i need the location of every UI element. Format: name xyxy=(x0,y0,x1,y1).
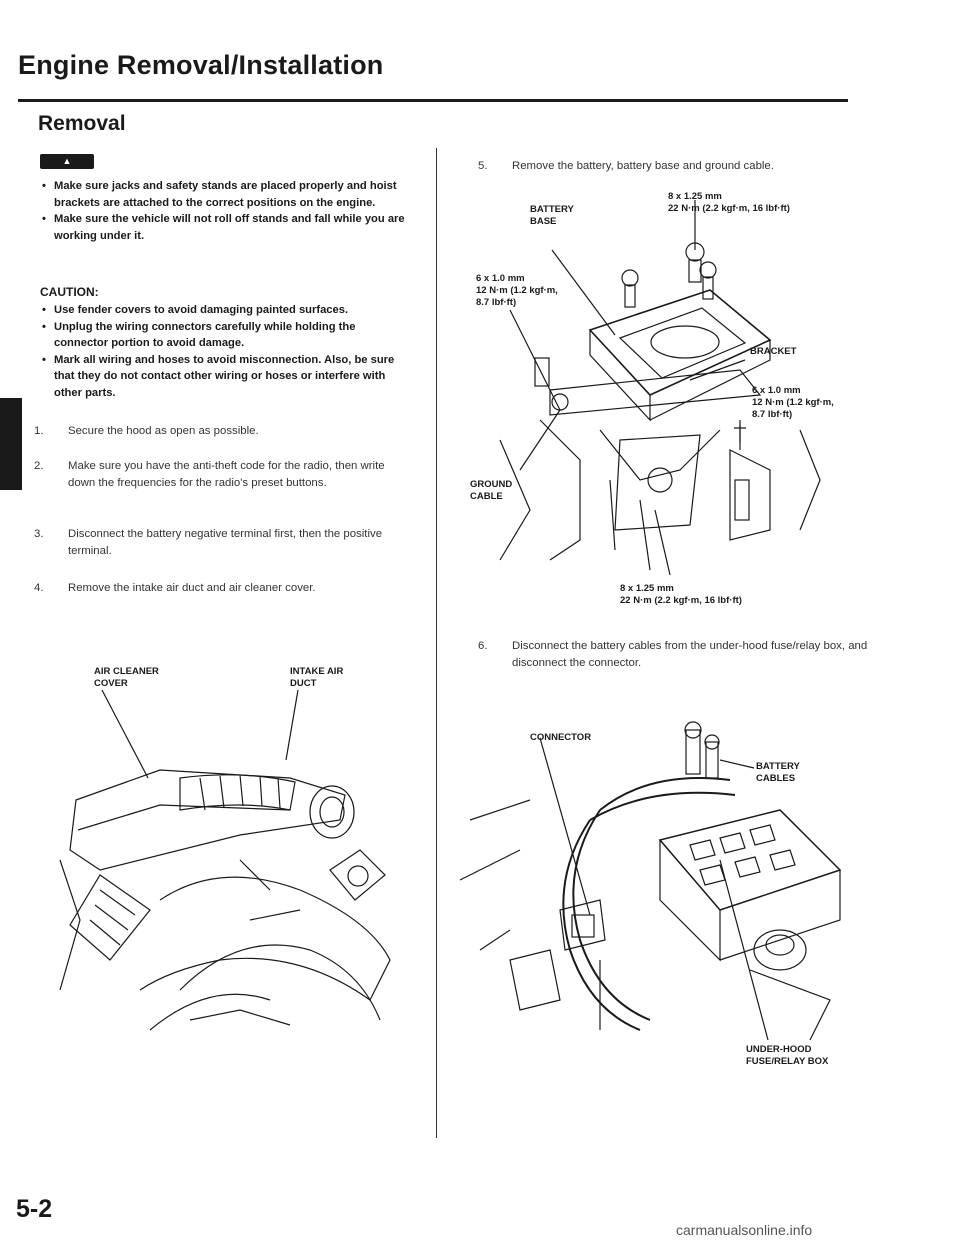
step-number: 3. xyxy=(34,528,44,540)
step-5: 5. Remove the battery, battery base and … xyxy=(478,158,878,175)
caution-list: Use fender covers to avoid damaging pain… xyxy=(40,302,412,401)
warning-item: Make sure jacks and safety stands are pl… xyxy=(40,178,412,211)
label-intake-air-duct: INTAKE AIR DUCT xyxy=(290,666,344,689)
caution-item: Mark all wiring and hoses to avoid misco… xyxy=(40,352,412,402)
caution-heading: CAUTION: xyxy=(40,285,99,299)
air-cleaner-illustration xyxy=(59,689,391,1031)
fuse-box-illustration xyxy=(459,721,842,1041)
warning-list: Make sure jacks and safety stands are pl… xyxy=(40,178,412,244)
label-bracket: BRACKET xyxy=(750,346,797,357)
step-6: 6. Disconnect the battery cables from th… xyxy=(478,638,878,672)
page-number: 5-2 xyxy=(16,1195,53,1223)
warning-triangle-icon: ▲ xyxy=(62,156,72,166)
label-battery-cables: BATTERY CABLES xyxy=(756,761,800,784)
label-air-cleaner-cover: AIR CLEANER COVER xyxy=(94,666,159,689)
step-text: Disconnect the battery negative terminal… xyxy=(68,528,383,557)
step-number: 4. xyxy=(34,582,44,594)
label-bolt-right: 6 x 1.0 mm 12 N·m (1.2 kgf·m, 8.7 lbf·ft… xyxy=(752,385,834,420)
step-text: Remove the intake air duct and air clean… xyxy=(68,582,316,594)
warning-item: Make sure the vehicle will not roll off … xyxy=(40,211,412,244)
step-number: 6. xyxy=(478,640,488,652)
caution-item: Use fender covers to avoid damaging pain… xyxy=(40,302,412,319)
caution-item: Unplug the wiring connectors carefully w… xyxy=(40,319,412,352)
section-tab-marker xyxy=(0,398,22,490)
step-number: 2. xyxy=(34,460,44,472)
step-4: 4. Remove the intake air duct and air cl… xyxy=(34,580,414,597)
step-text: Make sure you have the anti-theft code f… xyxy=(68,460,385,489)
section-heading: Removal xyxy=(38,112,126,135)
label-bolt-bottom: 8 x 1.25 mm 22 N·m (2.2 kgf·m, 16 lbf·ft… xyxy=(620,583,742,606)
step-number: 5. xyxy=(478,160,488,172)
step-text: Secure the hood as open as possible. xyxy=(68,425,259,437)
label-bolt-top: 8 x 1.25 mm 22 N·m (2.2 kgf·m, 16 lbf·ft… xyxy=(668,191,790,214)
label-ground-cable: GROUND CABLE xyxy=(470,479,513,502)
step-3: 3. Disconnect the battery negative termi… xyxy=(34,526,414,560)
step-1: 1. Secure the hood as open as possible. xyxy=(34,423,414,440)
watermark: carmanualsonline.info xyxy=(676,1222,813,1238)
label-bolt-left: 6 x 1.0 mm 12 N·m (1.2 kgf·m, 8.7 lbf·ft… xyxy=(476,273,558,308)
label-connector: CONNECTOR xyxy=(530,732,592,743)
battery-base-illustration xyxy=(499,200,821,576)
label-fuse-relay-box: UNDER-HOOD FUSE/RELAY BOX xyxy=(746,1044,829,1067)
column-divider xyxy=(436,148,437,1138)
warning-badge-label: WARNING xyxy=(45,171,89,181)
step-text: Remove the battery, battery base and gro… xyxy=(512,160,774,172)
page-title: Engine Removal/Installation xyxy=(18,50,384,80)
step-text: Disconnect the battery cables from the u… xyxy=(512,640,868,669)
step-2: 2. Make sure you have the anti-theft cod… xyxy=(34,458,414,492)
label-battery-base: BATTERY BASE xyxy=(530,204,574,227)
title-rule xyxy=(18,99,848,102)
warning-badge: ▲ WARNING xyxy=(40,154,94,181)
step-number: 1. xyxy=(34,425,44,437)
